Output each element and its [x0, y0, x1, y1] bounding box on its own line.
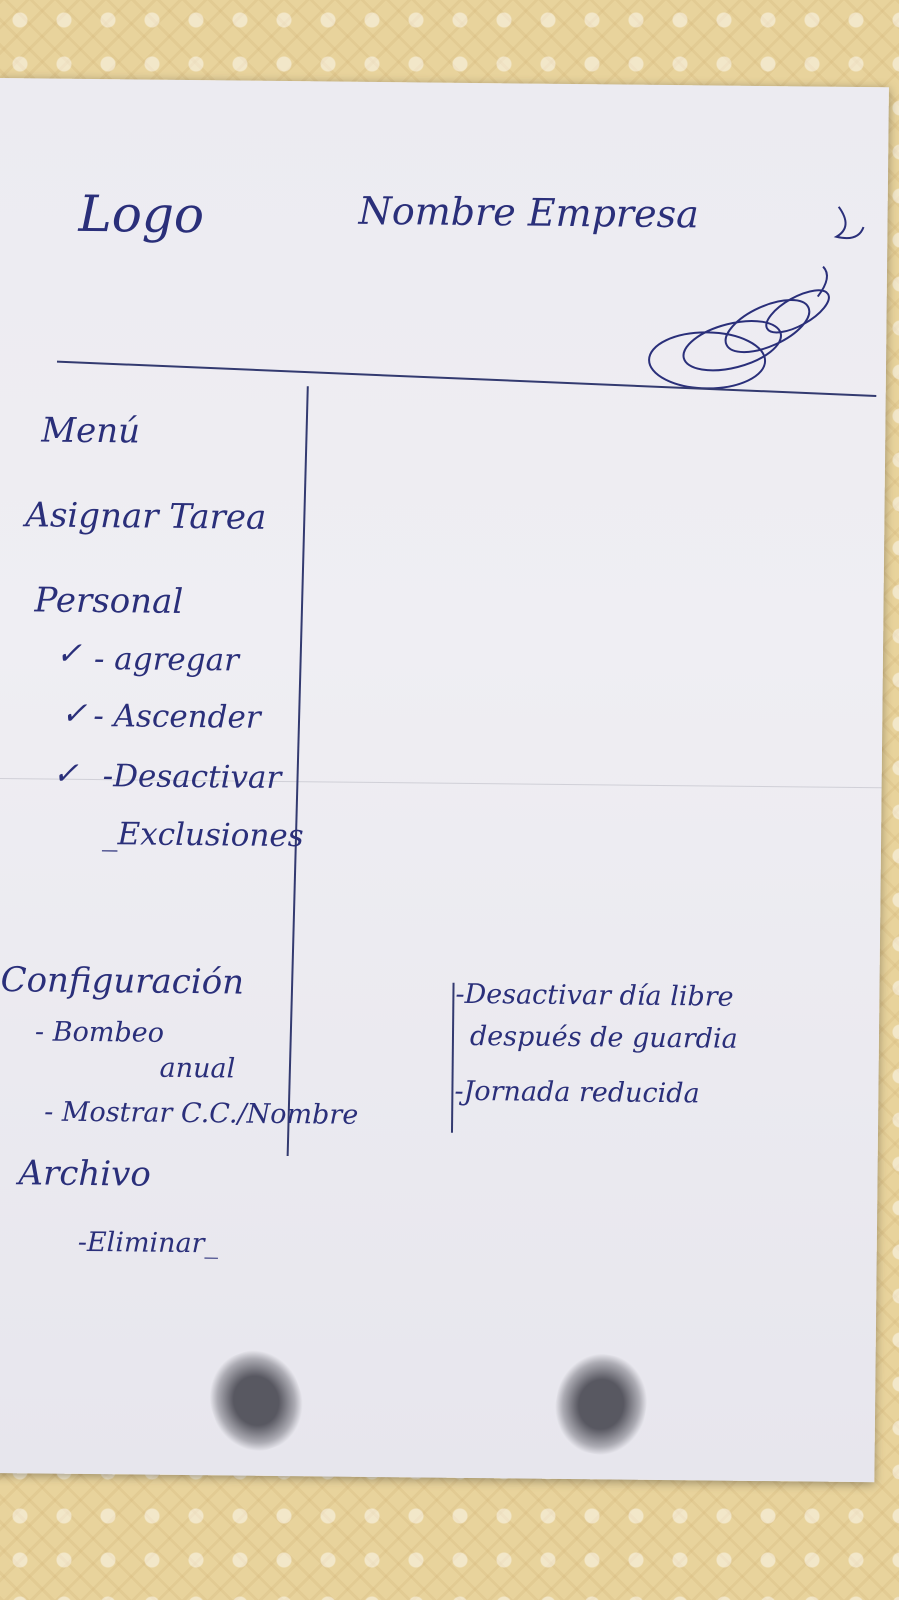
check-mark: ✓: [61, 695, 88, 732]
submenu-item-mostrar-cc-nombre[interactable]: - Mostrar C.C./Nombre: [44, 1096, 359, 1131]
submenu-item-ascender[interactable]: - Ascender: [93, 698, 261, 736]
menu-item-assign-tasks[interactable]: Asignar Tarea: [25, 495, 267, 538]
content-divider: [450, 982, 455, 1133]
corner-mark: [833, 206, 865, 240]
check-mark: ✓: [55, 635, 83, 672]
submenu-item-bombeo-continuation: anual: [159, 1052, 236, 1085]
submenu-item-agregar[interactable]: - agregar: [93, 641, 240, 679]
check-mark: ✓: [52, 755, 79, 792]
submenu-item-exclusiones[interactable]: _Exclusiones: [101, 816, 304, 855]
fingerprint-smudge: [547, 1346, 655, 1462]
content-note: -Jornada reducida: [454, 1075, 700, 1110]
menu-item-configuracion[interactable]: Configuración: [0, 960, 245, 1003]
submenu-item-bombeo[interactable]: - Bombeo: [34, 1016, 165, 1049]
submenu-item-eliminar[interactable]: -Eliminar_: [77, 1226, 219, 1260]
logo-placeholder: Logo: [78, 184, 205, 245]
content-note: -Desactivar día libre: [455, 978, 734, 1013]
content-note: después de guardia: [469, 1020, 738, 1055]
menu-title: Menú: [41, 410, 141, 452]
sidebar-divider: [286, 386, 309, 1157]
fingerprint-smudge: [197, 1338, 316, 1463]
menu-item-archivo[interactable]: Archivo: [18, 1153, 152, 1195]
menu-item-personal[interactable]: Personal: [34, 580, 184, 622]
submenu-item-desactivar[interactable]: -Desactivar: [102, 758, 282, 796]
paper-sheet: Logo Nombre Empresa Menú Asignar Tarea P…: [0, 78, 889, 1483]
company-name: Nombre Empresa: [358, 188, 699, 237]
